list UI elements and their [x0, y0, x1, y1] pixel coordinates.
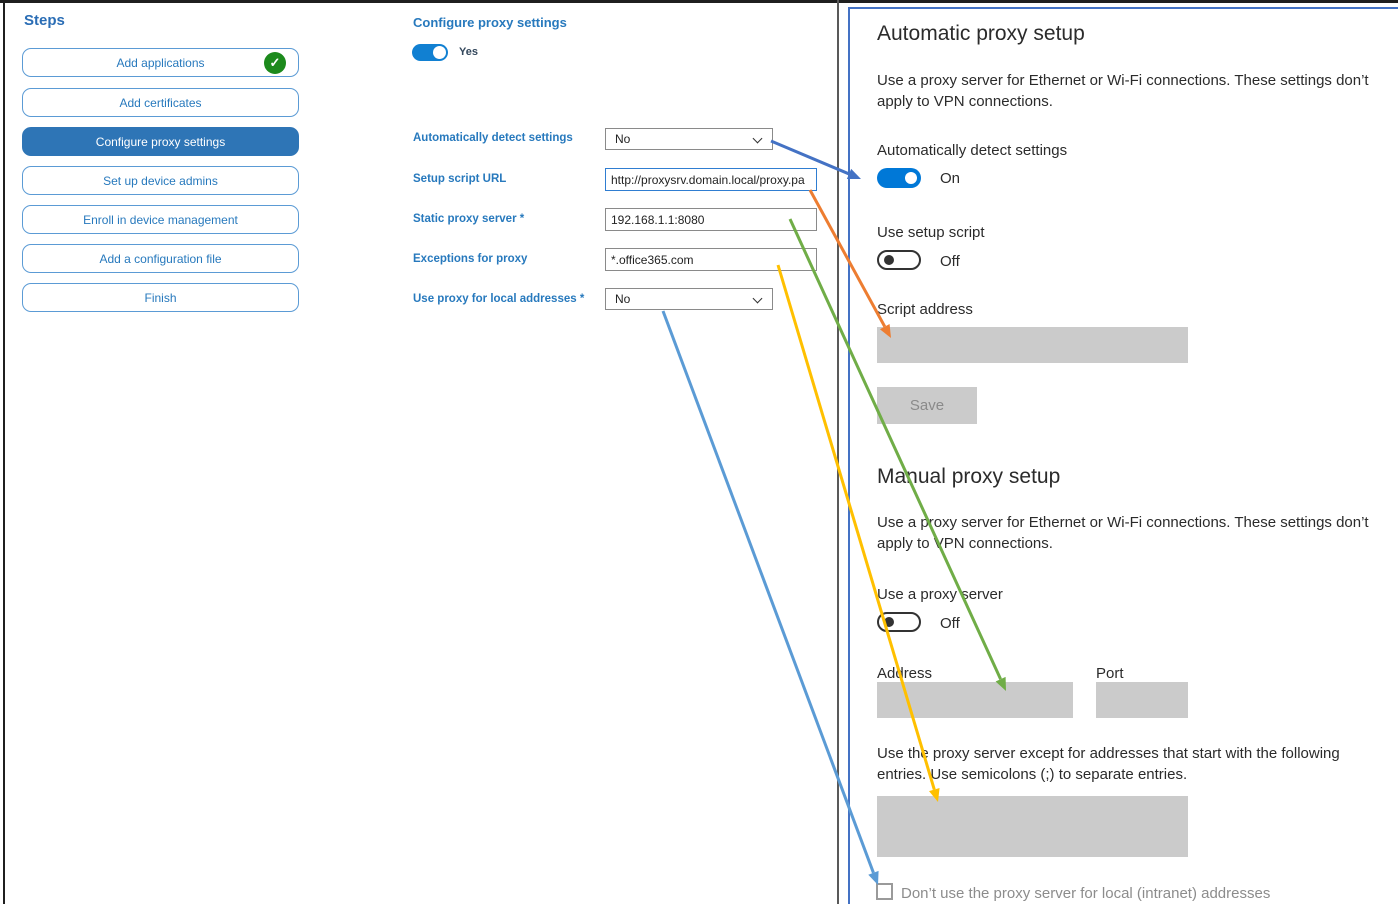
configure-proxy-toggle-label: Yes: [459, 46, 478, 58]
step-label: Add a configuration file: [99, 251, 222, 266]
step-configure-proxy-settings[interactable]: Configure proxy settings: [22, 127, 299, 156]
address-label: Address: [877, 665, 933, 682]
step-add-a-configuration-file[interactable]: Add a configuration file: [22, 244, 299, 273]
field-label-setup-script-url: Setup script URL: [413, 173, 507, 185]
use-setup-script-label: Use setup script: [877, 224, 985, 241]
use-proxy-server-state: Off: [940, 615, 960, 632]
save-button[interactable]: Save: [877, 387, 977, 424]
toggle-knob: [884, 255, 894, 265]
use-setup-script-state: Off: [940, 253, 960, 270]
manual-proxy-description: Use a proxy server for Ethernet or Wi-Fi…: [877, 514, 1369, 552]
manual-proxy-setup-heading: Manual proxy setup: [877, 465, 1061, 488]
automatic-proxy-description: Use a proxy server for Ethernet or Wi-Fi…: [877, 72, 1369, 110]
proxy-exceptions-description: Use the proxy server except for addresse…: [877, 745, 1340, 783]
static-proxy-server-input[interactable]: [605, 208, 817, 231]
step-enroll-in-device-management[interactable]: Enroll in device management: [22, 205, 299, 234]
step-label: Finish: [144, 290, 177, 305]
script-address-input[interactable]: [877, 327, 1188, 363]
step-label: Add certificates: [119, 95, 202, 110]
chevron-down-icon: [752, 133, 763, 144]
window-border-top: [0, 0, 1398, 3]
detect-settings-dropdown[interactable]: No: [605, 128, 773, 150]
local-addresses-checkbox-label: Don’t use the proxy server for local (in…: [901, 885, 1271, 902]
use-proxy-server-toggle[interactable]: [877, 612, 921, 632]
field-label-exceptions-for-proxy: Exceptions for proxy: [413, 253, 528, 265]
chevron-down-icon: [752, 293, 763, 304]
step-label: Set up device admins: [103, 173, 218, 188]
use-setup-script-toggle[interactable]: [877, 250, 921, 270]
configure-proxy-toggle[interactable]: [412, 44, 448, 61]
script-address-label: Script address: [877, 301, 973, 318]
completed-check-icon: ✓: [264, 52, 286, 74]
step-add-applications[interactable]: Add applications ✓: [22, 48, 299, 77]
field-label-static-proxy-server: Static proxy server *: [413, 213, 525, 225]
step-add-certificates[interactable]: Add certificates: [22, 88, 299, 117]
toggle-knob: [433, 46, 446, 59]
local-addresses-checkbox[interactable]: [876, 883, 893, 900]
steps-title: Steps: [24, 12, 65, 29]
detect-settings-toggle[interactable]: [877, 168, 921, 188]
proxy-address-input[interactable]: [877, 682, 1073, 718]
step-label: Add applications: [116, 55, 205, 70]
vertical-divider: [837, 0, 839, 904]
dropdown-value: No: [615, 292, 631, 306]
local-addresses-mapping-arrow: [661, 310, 875, 874]
step-label: Configure proxy settings: [95, 134, 226, 149]
form-title: Configure proxy settings: [413, 15, 567, 30]
step-set-up-device-admins[interactable]: Set up device admins: [22, 166, 299, 195]
dropdown-value: No: [615, 132, 631, 146]
exceptions-for-proxy-input[interactable]: [605, 248, 817, 271]
setup-script-url-input[interactable]: [605, 168, 817, 191]
proxy-port-input[interactable]: [1096, 682, 1188, 718]
step-finish[interactable]: Finish: [22, 283, 299, 312]
toggle-knob: [884, 617, 894, 627]
proxy-exceptions-textarea[interactable]: [877, 796, 1188, 857]
step-label: Enroll in device management: [83, 212, 238, 227]
automatic-proxy-setup-heading: Automatic proxy setup: [877, 22, 1085, 45]
use-proxy-local-dropdown[interactable]: No: [605, 288, 773, 310]
field-label-use-proxy-local: Use proxy for local addresses *: [413, 293, 585, 305]
port-label: Port: [1096, 665, 1124, 682]
window-border-left: [3, 0, 5, 904]
detect-settings-state: On: [940, 170, 961, 187]
use-proxy-server-label: Use a proxy server: [877, 586, 1003, 603]
detect-settings-label: Automatically detect settings: [877, 142, 1068, 159]
toggle-knob: [905, 172, 917, 184]
field-label-detect-settings: Automatically detect settings: [413, 132, 573, 144]
